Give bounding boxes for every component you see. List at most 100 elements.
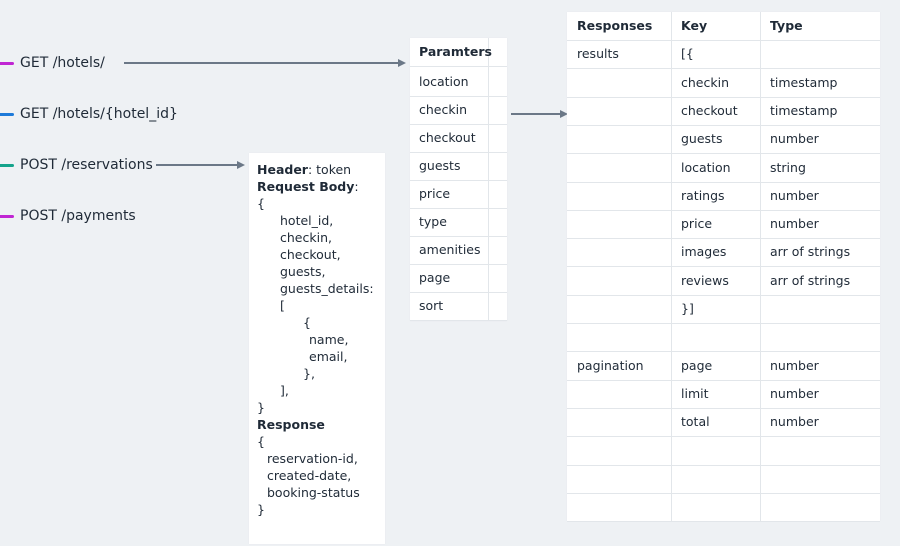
response-close-brace: } [257,502,265,517]
response-group: pagination [577,357,644,373]
response-type: number [770,357,819,373]
response-key: }] [681,301,694,316]
param-name: location [419,74,469,89]
response-label: Response [257,416,325,433]
endpoint-label: GET /hotels/{hotel_id} [20,106,178,122]
reservation-request-card: Header: token Request Body: { hotel_id, … [249,153,385,544]
param-name: price [419,186,451,201]
inner-field: email, [309,349,348,364]
response-key: ratings [681,187,725,203]
response-field: created-date, [267,468,352,483]
response-type: number [770,187,819,203]
response-type: string [770,159,806,175]
type-header: Type [770,18,803,33]
param-name: page [419,270,451,285]
response-row: guests number [567,125,880,155]
body-field: hotel_id, [280,213,334,228]
arrowhead-body [237,161,245,169]
param-row: guests [410,152,507,181]
response-key: images [681,244,727,260]
param-name: checkin [419,102,467,117]
response-type: number [770,414,819,430]
response-type: timestamp [770,74,838,90]
response-row: checkin timestamp [567,69,880,98]
header-value: : token [307,162,352,177]
response-key: location [681,159,731,175]
response-key: checkin [681,74,729,90]
response-field: booking-status [267,485,360,500]
endpoint-label: GET /hotels/ [20,55,105,71]
param-row: type [410,208,507,237]
header-line: Header: token [257,161,351,178]
body-field: checkout, [280,247,341,262]
param-row: location [410,68,507,97]
endpoint-get-hotels[interactable]: GET /hotels/ [0,52,105,74]
params-column-divider [488,38,489,321]
arrowhead-params [398,59,406,67]
response-key: [{ [681,46,694,62]
inner-close: }, [303,366,315,381]
post-reservations-stub [0,163,14,167]
response-row: images arr of strings [567,238,880,268]
response-type: number [770,131,819,147]
response-row: pagination page number [567,352,880,381]
body-field: guests_details: [280,281,374,296]
body-field: guests, [280,264,326,279]
param-row: checkout [410,124,507,153]
response-key: limit [681,385,709,401]
response-key: checkout [681,102,738,118]
body-close-brace: } [257,400,265,415]
response-type: arr of strings [770,272,851,288]
response-key: guests [681,131,723,147]
response-open-brace: { [257,434,265,449]
request-body-label: Request Body [257,179,355,194]
response-group: results [577,46,619,62]
param-row: sort [410,292,507,321]
endpoint-label: POST /reservations [20,157,153,173]
response-type: arr of strings [770,244,851,260]
array-open: [ [280,298,285,313]
arrowhead-responses [560,110,568,118]
request-body-line: Request Body: [257,178,359,195]
params-header-row: Paramters [410,38,507,67]
response-type: number [770,216,819,232]
response-row: price number [567,210,880,240]
response-key: reviews [681,272,729,288]
response-row: ratings number [567,182,880,211]
response-key: page [681,357,713,373]
responses-table: Responses Key Type results [{ checkin times… [567,12,880,523]
responses-header-row: Responses Key Type [567,12,880,41]
request-body-colon: : [354,179,359,194]
param-row: amenities [410,236,507,265]
get-hotel-id-stub [0,112,14,116]
response-row [567,493,880,523]
inner-field: name, [309,332,349,347]
header-label: Header [257,162,308,177]
endpoint-post-payments[interactable]: POST /payments [0,205,136,227]
body-field: checkin, [280,230,332,245]
param-name: guests [419,158,461,173]
response-row [567,465,880,494]
get-hotels-stub [0,61,14,65]
param-name: checkout [419,130,476,145]
response-row: reviews arr of strings [567,267,880,296]
response-type: number [770,385,819,401]
body-open-brace: { [257,196,265,211]
endpoint-get-hotel-by-id[interactable]: GET /hotels/{hotel_id} [0,103,178,125]
endpoint-label: POST /payments [20,208,136,224]
response-row: limit number [567,380,880,409]
array-close: ], [280,383,289,398]
key-header: Key [681,18,708,33]
response-label-text: Response [257,417,325,432]
endpoint-post-reservations[interactable]: POST /reservations [0,154,153,176]
param-row: checkin [410,96,507,125]
response-field: reservation-id, [267,451,358,466]
response-row: }] [567,295,880,324]
inner-open: { [303,315,311,330]
response-key: price [681,216,713,232]
param-row: page [410,264,507,293]
param-name: sort [419,298,444,313]
